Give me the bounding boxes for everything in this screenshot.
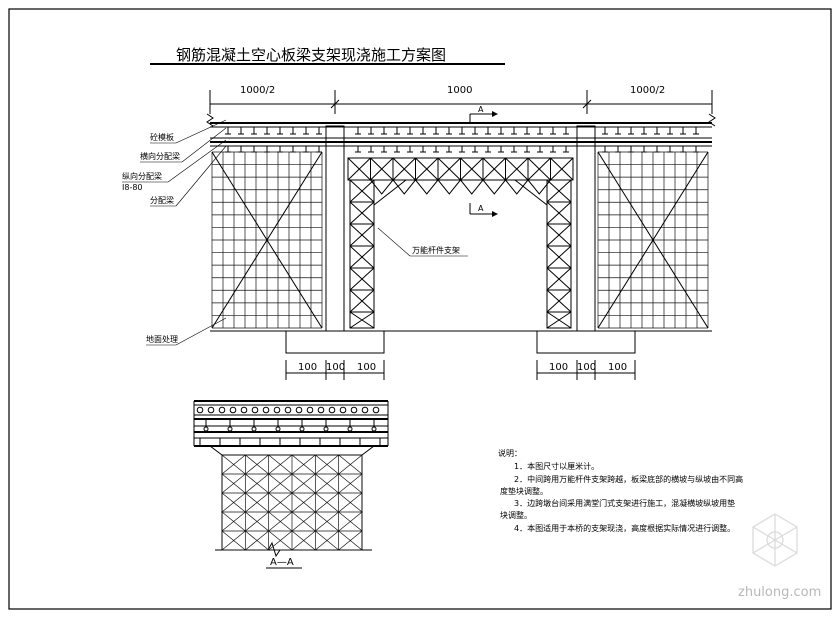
label-wanneng-support: 万能杆件支架 bbox=[412, 245, 460, 255]
note-2a: 2．中间跨用万能杆件支架跨越，板梁底部的横坡与纵坡由不同高 bbox=[514, 474, 743, 484]
label-longitudinal-beam-spec: I8-80 bbox=[122, 183, 143, 192]
deck-formwork bbox=[206, 113, 716, 153]
note-3a: 3．边跨墩台间采用满堂门式支架进行施工，混凝横坡纵坡用垫 bbox=[514, 498, 735, 508]
wanneng-label: 万能杆件支架 bbox=[377, 227, 468, 257]
top-dimension: 1000/2 1000 1000/2 bbox=[209, 85, 713, 114]
label-transverse-beam: 横向分配梁 bbox=[140, 151, 180, 161]
watermark-text: zhulong.com bbox=[738, 585, 821, 600]
section-marker-label-top: A bbox=[478, 105, 484, 114]
pier-dimensions: 100 100 100 100 100 100 bbox=[285, 360, 636, 380]
drawing-frame bbox=[8, 8, 832, 610]
notes: 说明： 1．本图尺寸以厘米计。 2．中间跨用万能杆件支架跨越，板梁底部的横坡与纵… bbox=[498, 448, 743, 533]
section-view-aa bbox=[193, 400, 389, 558]
section-marker-bottom: A bbox=[469, 203, 498, 217]
note-4: 4．本图适用于本桥的支架现浇，高度根据实际情况进行调整。 bbox=[514, 523, 735, 533]
section-marker-label-bottom: A bbox=[478, 204, 484, 213]
note-1: 1．本图尺寸以厘米计。 bbox=[514, 461, 599, 471]
dim-foot-f: 100 bbox=[608, 362, 627, 373]
label-ground-treatment: 地面处理 bbox=[146, 334, 178, 344]
dim-foot-c: 100 bbox=[357, 362, 376, 373]
note-2b: 度垫块调整。 bbox=[500, 486, 548, 496]
label-longitudinal-beam: 纵向分配梁 bbox=[122, 171, 162, 181]
dim-half-span-right: 1000/2 bbox=[630, 85, 665, 96]
scaffold-right bbox=[597, 151, 709, 329]
dim-foot-a: 100 bbox=[298, 362, 317, 373]
watermark-logo bbox=[752, 513, 798, 567]
label-distribution-beam: 分配梁 bbox=[150, 196, 174, 205]
section-caption-group: A—A bbox=[266, 557, 302, 569]
drawing-title: 钢筋混凝土空心板梁支架现浇施工方案图 bbox=[176, 46, 446, 64]
notes-heading: 说明： bbox=[498, 448, 522, 458]
dim-foot-b: 100 bbox=[326, 362, 345, 373]
dim-half-span-left: 1000/2 bbox=[240, 85, 275, 96]
section-caption: A—A bbox=[270, 557, 294, 568]
scaffold-left bbox=[211, 151, 323, 329]
left-labels: 砼模板 横向分配梁 纵向分配梁 I8-80 分配梁 地面处理 bbox=[122, 119, 227, 346]
pier-left bbox=[285, 125, 385, 354]
dim-foot-d: 100 bbox=[549, 362, 568, 373]
note-3b: 块调整。 bbox=[500, 510, 532, 520]
label-formwork: 砼模板 bbox=[150, 132, 174, 142]
wanneng-truss bbox=[347, 157, 574, 329]
dim-span-center: 1000 bbox=[447, 85, 472, 96]
dim-foot-e: 100 bbox=[577, 362, 596, 373]
section-marker-top: A bbox=[469, 105, 498, 124]
